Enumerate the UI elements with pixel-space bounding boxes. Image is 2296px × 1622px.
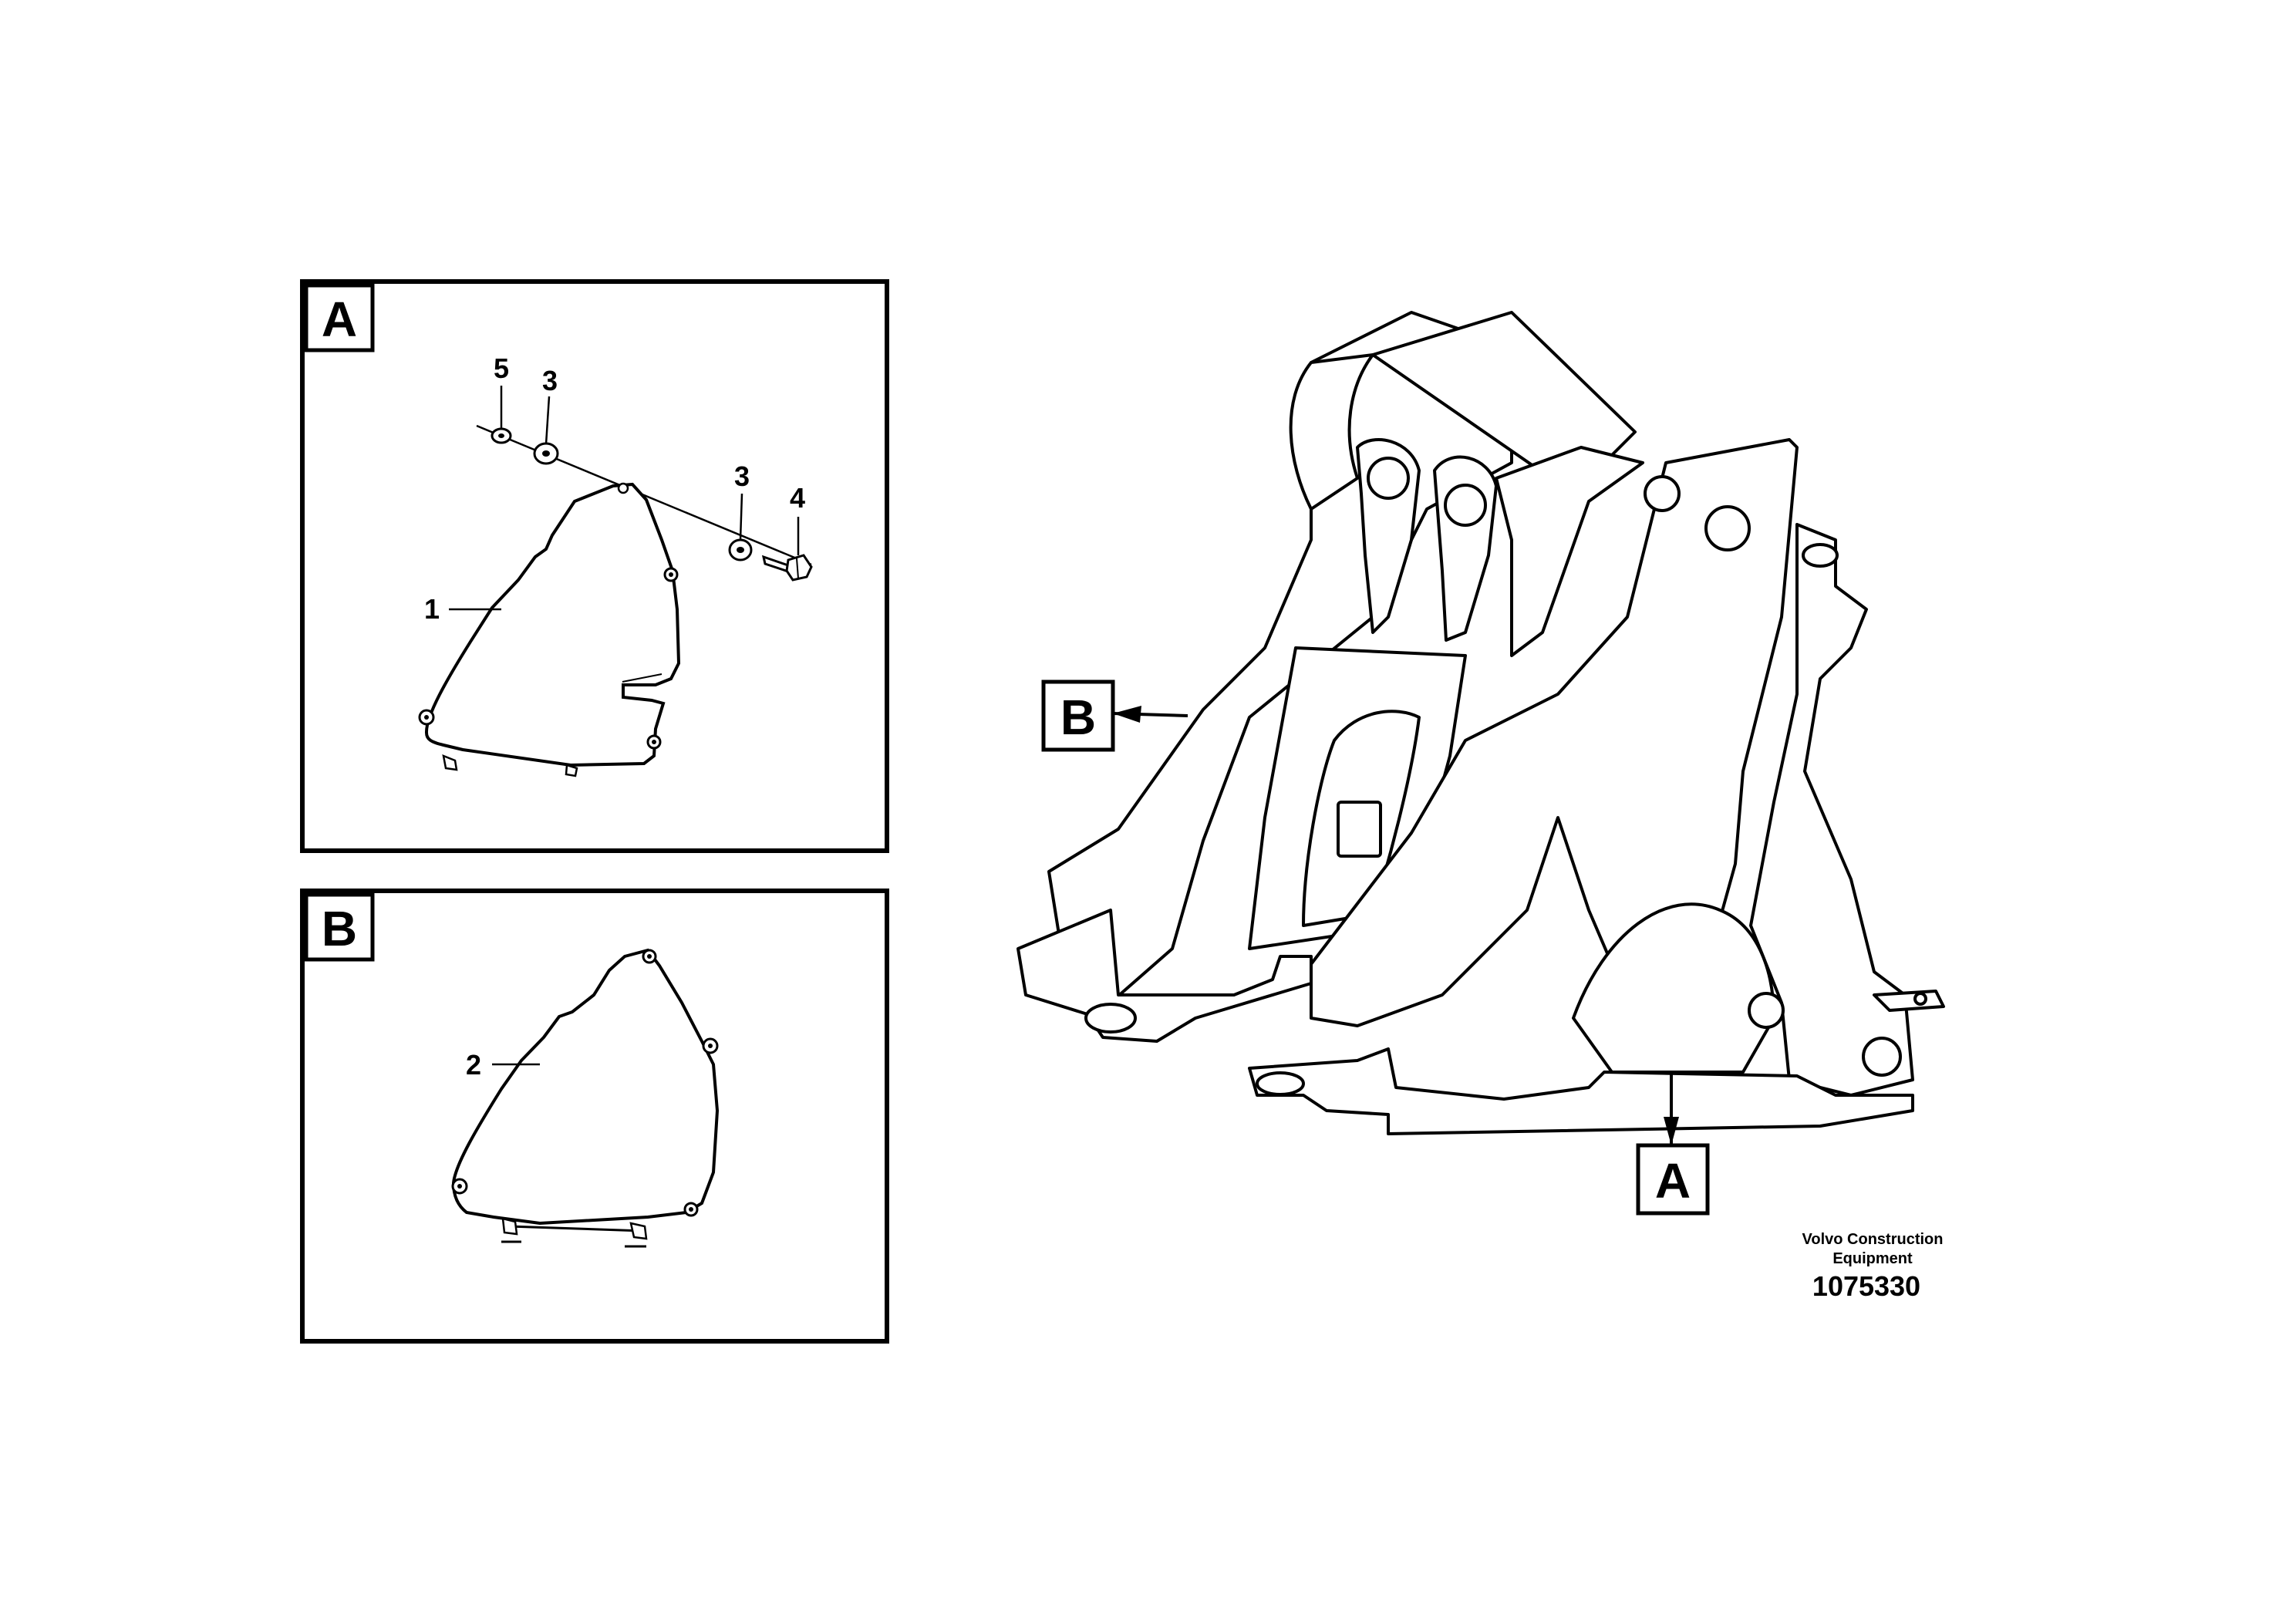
callout-1: 1: [424, 593, 440, 625]
pointer-b: B: [1041, 679, 1188, 752]
leader-3-upper: [544, 396, 551, 445]
detail-b-label: B: [322, 901, 357, 956]
pointer-b-label: B: [1060, 690, 1096, 745]
callout-2: 2: [466, 1049, 481, 1081]
front-frame-assembly: [1017, 311, 1945, 1135]
washer-part-3-lower: [728, 538, 753, 561]
company-name-line1: Volvo Construction: [1802, 1231, 1944, 1248]
detail-b-frame: [300, 889, 889, 1344]
cover-plate-part-2: [451, 948, 720, 1248]
detail-view-a: A: [300, 279, 889, 853]
drawing-number: 1075330: [1812, 1270, 1920, 1302]
company-name-line2: Equipment: [1832, 1250, 1913, 1267]
cover-plate-part-1: [418, 482, 681, 777]
leader-3-lower: [739, 493, 743, 541]
pointer-a-label: A: [1655, 1153, 1691, 1209]
detail-b-label-box: [304, 892, 375, 962]
detail-a-frame: [300, 279, 889, 853]
callout-5: 5: [494, 352, 509, 384]
nut-part-5: [491, 427, 512, 444]
callout-4: 4: [790, 482, 805, 514]
washer-part-3-upper: [533, 442, 559, 465]
detail-a-label-box: [304, 283, 375, 352]
detail-view-b: B 2: [300, 889, 889, 1344]
pointer-a-arrowhead: [1664, 1117, 1679, 1145]
pointer-b-box: [1041, 679, 1115, 752]
pointer-b-arrowhead: [1113, 706, 1141, 723]
callout-3-upper: 3: [542, 365, 558, 396]
callout-3-lower: 3: [734, 460, 750, 492]
detail-a-label: A: [322, 292, 357, 347]
pointer-a: A: [1636, 1074, 1710, 1216]
bolt-part-4: [761, 554, 813, 582]
